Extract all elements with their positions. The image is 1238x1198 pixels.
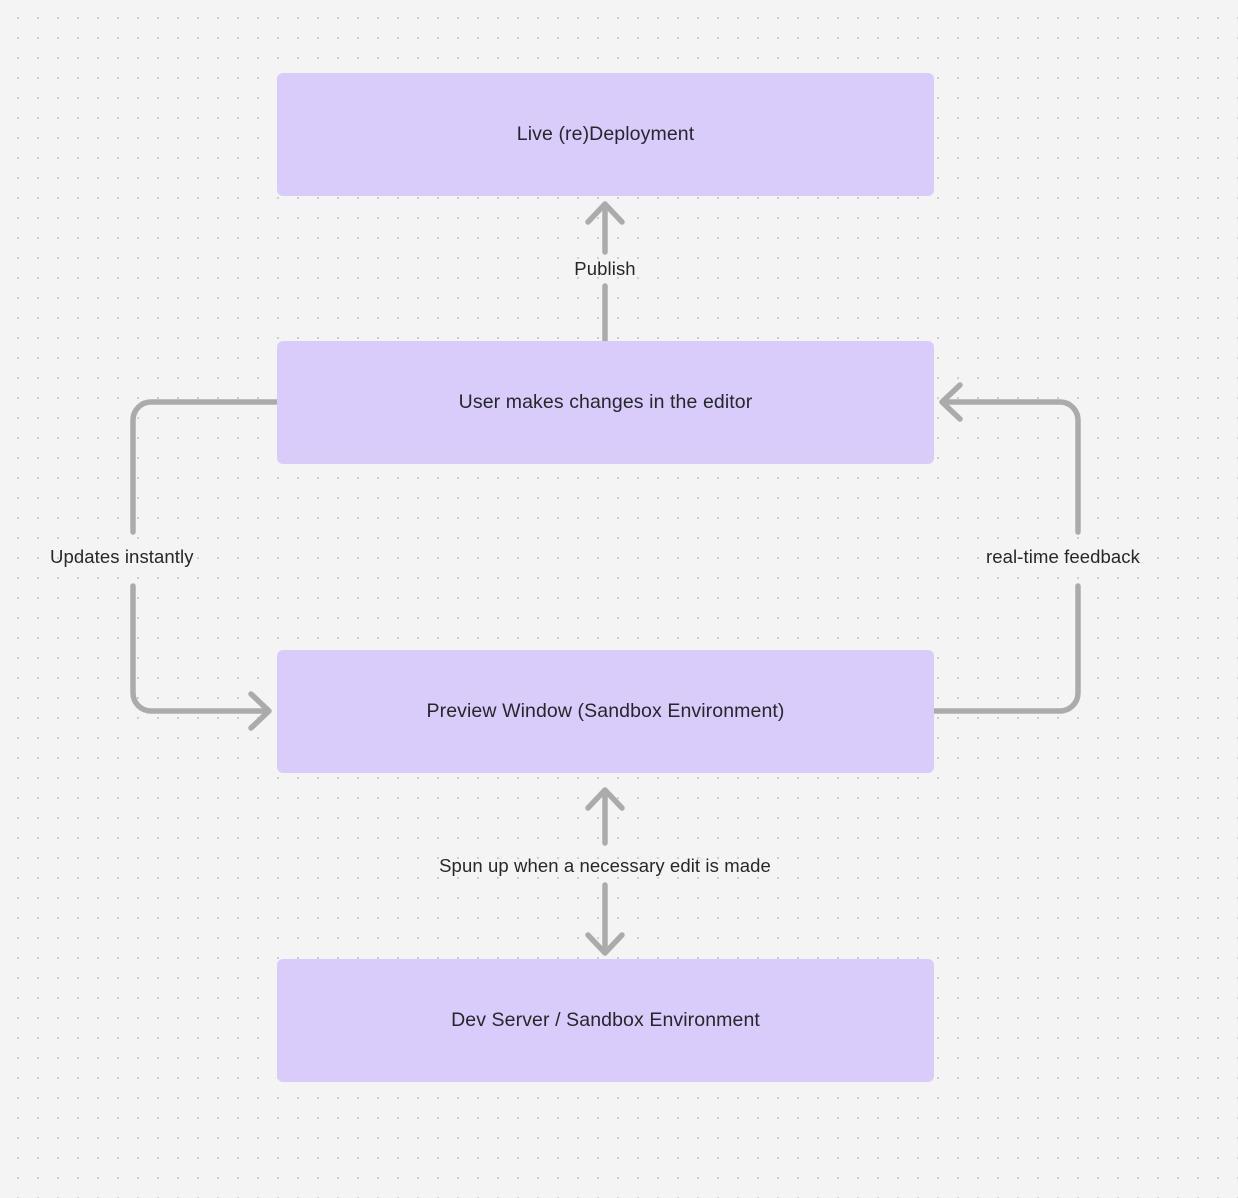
node-dev-server[interactable]: Dev Server / Sandbox Environment [277,959,934,1082]
node-dev-server-label: Dev Server / Sandbox Environment [451,1009,760,1032]
edge-label-updates-instantly: Updates instantly [50,546,194,567]
node-preview-window[interactable]: Preview Window (Sandbox Environment) [277,650,934,773]
edge-label-real-time-feedback: real-time feedback [986,546,1140,567]
edge-label-spun-up: Spun up when a necessary edit is made [439,855,771,876]
node-user-makes-changes-label: User makes changes in the editor [458,391,753,414]
node-live-redeployment[interactable]: Live (re)Deployment [277,73,934,196]
edge-label-publish: Publish [574,258,636,279]
node-user-makes-changes[interactable]: User makes changes in the editor [277,341,934,464]
node-preview-window-label: Preview Window (Sandbox Environment) [426,700,785,723]
node-live-redeployment-label: Live (re)Deployment [516,123,695,146]
